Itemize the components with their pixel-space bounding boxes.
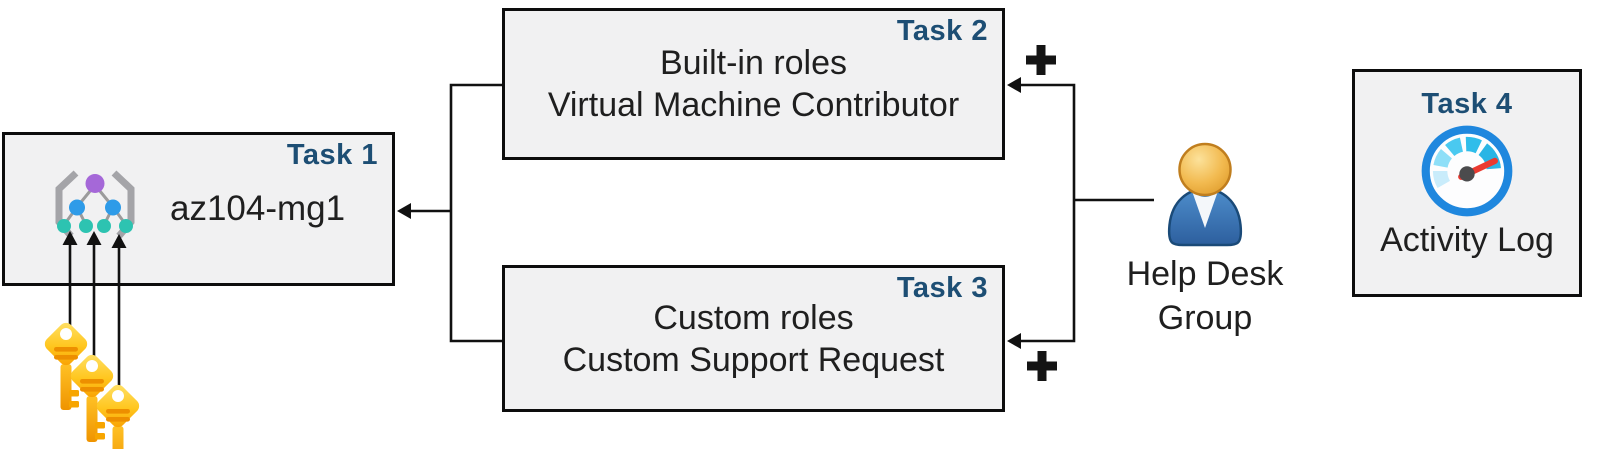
activity-log-gauge-icon (1421, 125, 1513, 217)
task4-label: Task 4 (1421, 88, 1513, 120)
plus-icon-bottom (1024, 348, 1060, 384)
key-icon-3 (96, 384, 140, 449)
mg-leaf-node (57, 219, 71, 233)
user-person-icon (1167, 142, 1243, 247)
task1-box: Task 1 az104-mg1 (2, 132, 395, 286)
mg-leaf-node (97, 219, 111, 233)
task3-text: Custom roles Custom Support Request (505, 268, 1002, 409)
task2-line2: Virtual Machine Contributor (547, 86, 960, 124)
task4-box: Task 4 Activity Log (1352, 69, 1582, 297)
task2-line1: Built-in roles (659, 44, 848, 82)
task3-label: Task 3 (896, 272, 988, 304)
arrowhead-into-task2 (1007, 77, 1021, 93)
management-group-icon (55, 170, 135, 239)
mg-tree-lines (62, 184, 128, 226)
person-collar (1192, 191, 1218, 228)
gauge-segment (1465, 136, 1482, 154)
helpdesk-label-line1: Help Desk (1126, 255, 1284, 293)
task2-text: Built-in roles Virtual Machine Contribut… (505, 11, 1002, 157)
mg-child-node (69, 199, 85, 216)
helpdesk-label-line2: Group (1157, 299, 1253, 337)
task3-line1: Custom roles (653, 298, 854, 337)
gauge-segment (1478, 143, 1501, 170)
left-branch-bracket (449, 83, 502, 343)
key-icon-1 (44, 322, 88, 410)
task1-title: az104-mg1 (170, 189, 346, 228)
task3-line2: Custom Support Request (562, 340, 945, 379)
gauge-segment (1445, 137, 1464, 157)
gauge-hub (1459, 166, 1475, 182)
person-head (1178, 142, 1232, 197)
task2-label: Task 2 (896, 15, 988, 47)
helpdesk-group: Help Desk Group (1095, 142, 1315, 340)
helpdesk-label: Help Desk Group (1127, 252, 1284, 340)
mg-leaf-node (79, 219, 93, 233)
arrowhead-into-task1 (397, 203, 411, 219)
mg-leaf-node (119, 219, 133, 233)
mg-root-node (85, 174, 105, 193)
task1-label: Task 1 (286, 139, 378, 171)
arrowhead-into-task3 (1007, 333, 1021, 349)
task3-box: Task 3 Custom roles Custom Support Reque… (502, 265, 1005, 412)
task2-box: Task 2 Built-in roles Virtual Machine Co… (502, 8, 1005, 160)
mg-child-node (105, 199, 121, 216)
task4-caption: Activity Log (1380, 221, 1554, 259)
right-branch-bracket (1019, 83, 1076, 343)
gauge-segment (1433, 149, 1453, 169)
key-icon-2 (70, 354, 114, 442)
plus-icon-top (1023, 42, 1059, 78)
gauge-segment (1432, 170, 1451, 189)
